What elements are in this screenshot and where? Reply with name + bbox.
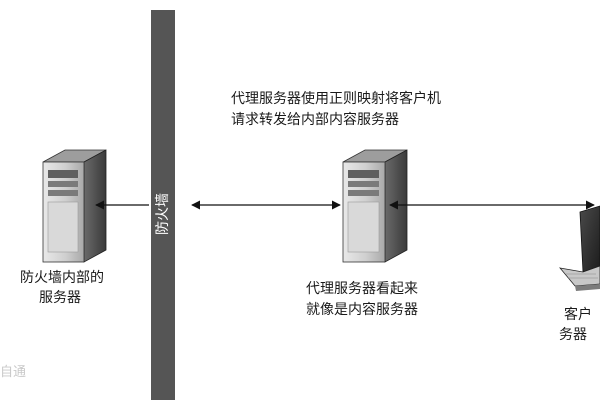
proxy-server-caption-line2: 就像是内容服务器 — [306, 302, 418, 318]
watermark: 自通 — [0, 365, 27, 380]
proxy-server-caption-line1: 代理服务器看起来 — [306, 281, 418, 297]
proxy-server-icon — [342, 149, 408, 263]
proxy-rule-line2: 请求转发给内部内容服务器 — [231, 112, 399, 128]
firewall-label: 防火墙 — [155, 193, 171, 235]
internal-server-caption-line1: 防火墙内部的 — [20, 270, 104, 286]
client-caption-line1: 客户 — [564, 307, 592, 323]
client-laptop-icon — [558, 205, 600, 291]
firewall-wall — [151, 10, 175, 400]
internal-server-caption-line2: 服务器 — [39, 290, 81, 306]
proxy-rule-line1: 代理服务器使用正则映射将客户机 — [231, 91, 441, 107]
internal-server-icon — [42, 149, 107, 263]
client-caption-line2: 务器 — [559, 327, 587, 343]
